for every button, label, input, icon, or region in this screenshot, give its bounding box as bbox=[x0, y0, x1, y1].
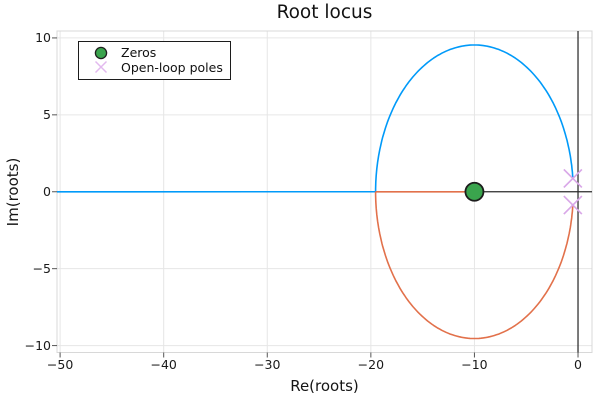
y-tick-label: 0 bbox=[43, 184, 51, 200]
zero-marker bbox=[464, 181, 485, 202]
legend-label-zeros: Zeros bbox=[121, 44, 157, 60]
pole-marker bbox=[563, 168, 583, 189]
legend: Zeros Open-loop poles bbox=[78, 41, 231, 80]
x-axis-label: Re(roots) bbox=[290, 377, 359, 395]
y-tick-label: −10 bbox=[24, 338, 51, 354]
chart-title: Root locus bbox=[276, 2, 373, 23]
x-tick-label: −40 bbox=[150, 356, 177, 372]
legend-entry-zeros: Zeros bbox=[89, 45, 230, 60]
locus-branch-1 bbox=[56, 44, 574, 193]
x-tick-label: −10 bbox=[461, 356, 488, 372]
x-tick-label: −20 bbox=[357, 356, 385, 372]
x-tick-label: −30 bbox=[254, 356, 281, 372]
y-tick-label: 10 bbox=[35, 30, 51, 46]
legend-label-poles: Open-loop poles bbox=[121, 59, 223, 75]
zero-marker-icon bbox=[89, 46, 113, 60]
legend-entry-poles: Open-loop poles bbox=[89, 60, 230, 75]
pole-marker bbox=[563, 195, 583, 215]
x-tick-label: −50 bbox=[46, 356, 74, 372]
x-tick-label: 0 bbox=[574, 356, 582, 372]
locus-branch-2 bbox=[374, 191, 574, 340]
pole-marker-icon bbox=[89, 60, 113, 75]
y-tick-label: 5 bbox=[43, 107, 51, 123]
y-tick-label: −5 bbox=[32, 261, 51, 277]
